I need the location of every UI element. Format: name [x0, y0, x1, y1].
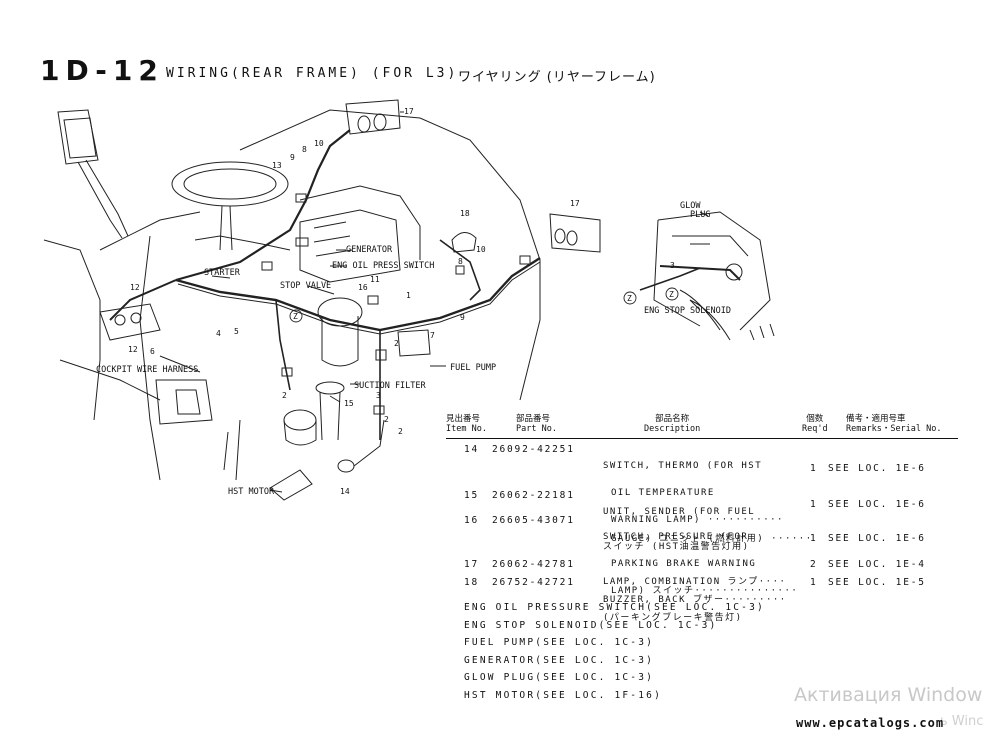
- activation-watermark-2: ь Winc: [940, 714, 984, 729]
- header-description: 部品名称 Description: [644, 414, 701, 434]
- parts-table-header: 見出番号 Item No. 部品番号 Part No. 部品名称 Descrip…: [446, 412, 958, 439]
- callout-12-upper: 12: [130, 283, 140, 292]
- reference-item: ENG STOP SOLENOID(SEE LOC. 1C-3): [464, 619, 718, 631]
- z-mark: Z: [293, 312, 298, 321]
- reference-item: GLOW PLUG(SEE LOC. 1C-3): [464, 672, 655, 684]
- callout-5: 5: [234, 327, 239, 336]
- callout-2-mid: 2: [394, 339, 399, 348]
- table-row: 18 26752-42721 BUZZER, BACK ブザー·········…: [464, 577, 926, 605]
- label-fuel-pump: FUEL PUMP: [450, 363, 496, 373]
- section-number: 1D-12: [40, 54, 164, 87]
- label-glow: GLOW: [680, 201, 701, 211]
- z-mark-inset-2: Z: [627, 294, 632, 303]
- callout-2-lower: 2: [384, 415, 389, 424]
- table-row: 14 26092-42251 SWITCH, THERMO (FOR HST O…: [464, 444, 926, 552]
- parts-table: 見出番号 Item No. 部品番号 Part No. 部品名称 Descrip…: [446, 412, 958, 623]
- label-starter: STARTER: [204, 268, 241, 278]
- callout-9-right: 9: [460, 313, 465, 322]
- page-title: WIRING(REAR FRAME) (FOR L3): [166, 66, 459, 81]
- page-title-jp: ワイヤリング (リヤーフレーム): [458, 70, 656, 85]
- battery-box-shape: [155, 379, 213, 425]
- callout-3: 3: [376, 391, 381, 400]
- callout-17-upper: 17: [404, 107, 414, 116]
- callout-9-upper: 9: [290, 153, 295, 162]
- callout-6: 6: [150, 347, 155, 356]
- mirror-shape: [57, 109, 99, 165]
- header-item: 見出番号 Item No.: [446, 414, 487, 434]
- callout-8-right: 8: [458, 257, 463, 266]
- label-eng-stop-solenoid: ENG STOP SOLENOID: [644, 306, 731, 316]
- callout-18: 18: [460, 209, 470, 218]
- reference-item: FUEL PUMP(SEE LOC. 1C-3): [464, 637, 655, 649]
- callout-13: 13: [272, 161, 282, 170]
- table-row: 16 26605-43071 SWITCH, PRESSURE (FOR PAR…: [464, 515, 926, 623]
- header-part: 部品番号 Part No.: [516, 414, 557, 434]
- activation-watermark: Активация Window: [794, 684, 983, 706]
- label-generator: GENERATOR: [346, 245, 393, 255]
- callout-2-left: 2: [282, 391, 287, 400]
- reference-list: ENG OIL PRESSURE SWITCH(SEE LOC. 1C-3) E…: [464, 602, 765, 708]
- callout-16: 16: [358, 283, 368, 292]
- label-suction-filter: SUCTION FILTER: [354, 381, 427, 391]
- callout-10-upper: 10: [314, 139, 324, 148]
- callout-10-right: 10: [476, 245, 486, 254]
- reference-item: GENERATOR(SEE LOC. 1C-3): [464, 654, 655, 666]
- callout-3-inset: 3: [670, 261, 675, 270]
- callout-1: 1: [406, 291, 411, 300]
- lamp-17-right-shape: [549, 213, 601, 253]
- label-plug: PLUG: [690, 210, 710, 220]
- callout-17-right: 17: [570, 199, 580, 208]
- label-eng-oil-press-switch: ENG OIL PRESS SWITCH: [332, 261, 434, 271]
- reference-item: ENG OIL PRESSURE SWITCH(SEE LOC. 1C-3): [464, 602, 765, 613]
- site-footer: www.epcatalogs.com: [796, 716, 945, 730]
- callout-4: 4: [216, 329, 221, 338]
- label-stop-valve: STOP VALVE: [280, 281, 331, 291]
- table-row: 17 26062-42781 LAMP, COMBINATION ランプ····…: [464, 559, 926, 587]
- label-cockpit-wire-harness: COCKPIT WIRE HARNESS: [96, 365, 198, 375]
- callout-12-lower: 12: [128, 345, 138, 354]
- header-remarks: 備考・適用号車 Remarks・Serial No.: [846, 414, 942, 434]
- reference-item: HST MOTOR(SEE LOC. 1F-16): [464, 689, 662, 701]
- callout-8-upper: 8: [302, 145, 307, 154]
- lamp-17-upper-shape: [345, 99, 401, 135]
- callout-2-right: 2: [398, 427, 403, 436]
- label-hst-motor: HST MOTOR: [228, 487, 275, 497]
- callout-7: 7: [430, 331, 435, 340]
- callout-11: 11: [370, 275, 380, 284]
- header-required: 個数 Req'd: [802, 414, 828, 434]
- table-row: 15 26062-22181 UNIT, SENDER (FOR FUEL GA…: [464, 490, 926, 544]
- callout-14: 14: [340, 487, 350, 496]
- z-mark-inset: Z: [669, 290, 674, 299]
- callout-15: 15: [344, 399, 354, 408]
